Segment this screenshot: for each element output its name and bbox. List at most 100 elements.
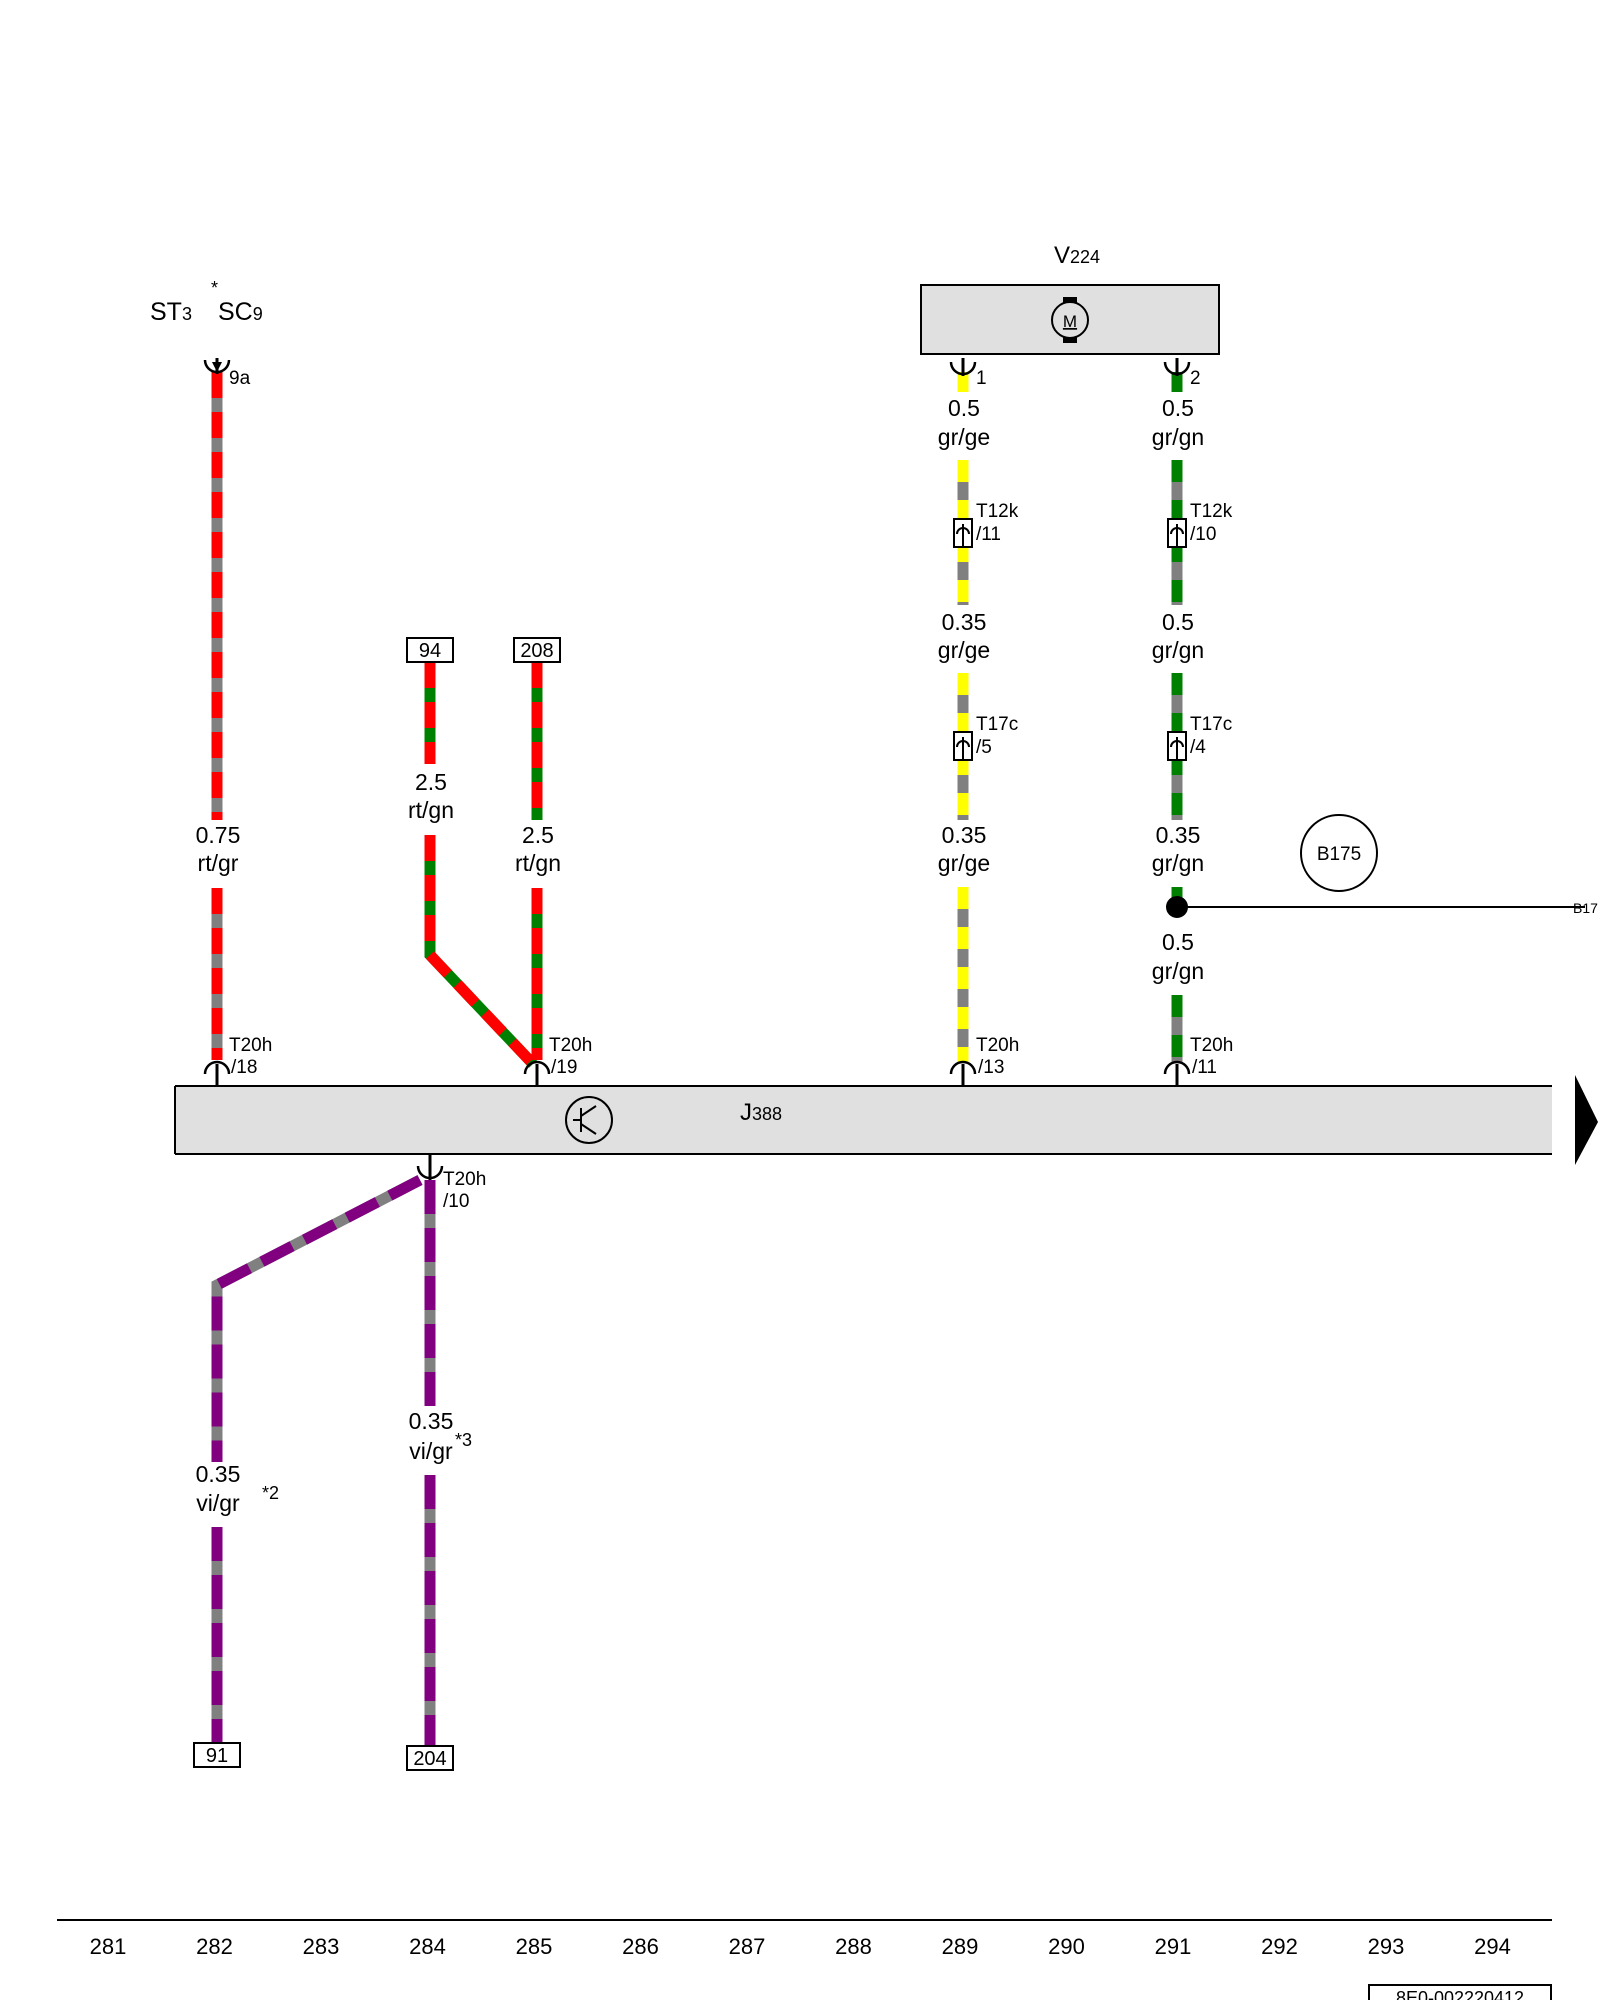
- wires: [211, 372, 1585, 1745]
- b175-cut-label: B17: [1573, 900, 1598, 916]
- wire-vi-gr-91[interactable]: [211, 1175, 423, 1742]
- svg-text:208: 208: [520, 640, 553, 662]
- track-number: 286: [622, 1934, 659, 1959]
- motor-symbol-label: M: [1063, 312, 1077, 331]
- track-number: 291: [1155, 1934, 1192, 1959]
- continuation-arrow-icon[interactable]: [1575, 1075, 1598, 1165]
- t20h-11-pin: /11: [1192, 1057, 1217, 1078]
- wire-color: gr/gn: [1152, 958, 1204, 984]
- track-number: 284: [409, 1934, 446, 1959]
- track-number: 285: [516, 1934, 553, 1959]
- motor-icon: M: [1051, 297, 1089, 343]
- track-number: 288: [835, 1934, 872, 1959]
- t12k-10-pin: /10: [1190, 524, 1216, 545]
- connector-v224-2[interactable]: [1163, 358, 1191, 376]
- connector-v224-1[interactable]: [949, 358, 977, 376]
- wire-note: *2: [262, 1483, 279, 1503]
- doc-code-box: 8E0-002220412: [1368, 1984, 1552, 2000]
- track-number: 294: [1474, 1934, 1511, 1959]
- v224-label: V224: [1054, 242, 1100, 269]
- component-j388[interactable]: J388: [174, 1085, 1552, 1155]
- wire-gauge: 0.5: [1162, 609, 1194, 635]
- t20h-13-name: T20h: [976, 1035, 1019, 1056]
- t20h-19-pin: /19: [551, 1057, 577, 1078]
- connector-t20h-11[interactable]: [1163, 1060, 1191, 1086]
- t17c-4-name: T17c: [1190, 714, 1232, 735]
- wire-gauge: 0.35: [942, 609, 987, 635]
- t17c-5-name: T17c: [976, 714, 1018, 735]
- wire-gauge: 0.35: [942, 822, 987, 848]
- b175-circle[interactable]: [1300, 814, 1378, 892]
- st3-label: ST3: [150, 298, 192, 326]
- ref-box-94[interactable]: 94: [406, 637, 454, 663]
- wire-gauge: 0.5: [1162, 929, 1194, 955]
- track-numbers: 281 282 283 284 285 286 287 288 289 290 291 292 293 2…: [90, 1934, 1511, 1959]
- v224-pin-2: 2: [1190, 368, 1201, 389]
- wire-color: gr/gn: [1152, 850, 1204, 876]
- t20h-18-name: T20h: [229, 1035, 272, 1056]
- t17c-4-pin: /4: [1190, 737, 1206, 758]
- t20h-10-name: T20h: [443, 1169, 486, 1190]
- connector-9a[interactable]: [203, 358, 231, 374]
- t20h-18-pin: /18: [231, 1057, 257, 1078]
- connector-labels: T20h /18 T20h /19 T20h /13 T20h /11 T20h…: [229, 501, 1233, 1212]
- doc-code: 8E0-002220412: [1396, 1988, 1524, 2000]
- wire-color: rt/gn: [408, 797, 454, 823]
- component-v224[interactable]: M: [920, 284, 1220, 355]
- j388-label: J388: [740, 1099, 782, 1126]
- wire-color: gr/ge: [938, 424, 990, 450]
- wire-gauge: 0.35: [196, 1461, 241, 1487]
- wire-color: gr/ge: [938, 850, 990, 876]
- track-number: 282: [196, 1934, 233, 1959]
- t12k-11-name: T12k: [976, 501, 1019, 522]
- t17c-5-pin: /5: [976, 737, 992, 758]
- ref-box-91[interactable]: 91: [193, 1742, 241, 1768]
- wire-labels: 0.75 rt/gr 2.5 rt/gn 2.5 rt/gn 0.5 gr/ge…: [196, 395, 1205, 1516]
- wire-color: vi/gr: [409, 1438, 453, 1464]
- sc9-label: SC9: [218, 298, 263, 326]
- track-number: 289: [942, 1934, 979, 1959]
- wire-gauge: 0.75: [196, 822, 241, 848]
- track-number: 293: [1368, 1934, 1405, 1959]
- wire-color: rt/gn: [515, 850, 561, 876]
- wire-rt-gn-94[interactable]: [424, 662, 537, 1068]
- connector-t12k-11[interactable]: [953, 518, 973, 548]
- svg-text:91: 91: [206, 1745, 228, 1767]
- wire-gauge: 0.5: [948, 395, 980, 421]
- t20h-10-pin: /10: [443, 1191, 469, 1212]
- connector-t17c-4[interactable]: [1167, 731, 1187, 761]
- connector-symbols: 9a 1 2: [203, 358, 1201, 1180]
- wire-gauge: 2.5: [415, 769, 447, 795]
- track-number: 281: [90, 1934, 127, 1959]
- t12k-11-pin: /11: [976, 524, 1001, 545]
- wire-gauge: 2.5: [522, 822, 554, 848]
- track-number: 292: [1261, 1934, 1298, 1959]
- wire-color: gr/gn: [1152, 424, 1204, 450]
- connector-t12k-10[interactable]: [1167, 518, 1187, 548]
- connector-t20h-10[interactable]: [416, 1154, 444, 1180]
- track-number: 283: [303, 1934, 340, 1959]
- connector-t20h-19[interactable]: [523, 1060, 551, 1086]
- ref-box-204[interactable]: 204: [406, 1745, 454, 1771]
- connector-t20h-13[interactable]: [949, 1060, 977, 1086]
- svg-text:94: 94: [419, 640, 441, 662]
- t20h-11-name: T20h: [1190, 1035, 1233, 1056]
- t20h-13-pin: /13: [978, 1057, 1004, 1078]
- track-number: 287: [729, 1934, 766, 1959]
- wire-note: *3: [455, 1430, 472, 1450]
- pin-9a-label: 9a: [229, 368, 251, 389]
- t12k-10-name: T12k: [1190, 501, 1233, 522]
- wire-color: rt/gr: [198, 850, 239, 876]
- wire-gauge: 0.35: [1156, 822, 1201, 848]
- transistor-icon: [565, 1096, 613, 1144]
- wire-color: vi/gr: [196, 1490, 240, 1516]
- wire-color: gr/gn: [1152, 637, 1204, 663]
- b175-junction-dot: [1166, 896, 1188, 918]
- track-number: 290: [1048, 1934, 1085, 1959]
- b175-label: B175: [1317, 844, 1361, 865]
- svg-text:204: 204: [413, 1748, 446, 1770]
- v224-pin-1: 1: [976, 368, 987, 389]
- ref-box-208[interactable]: 208: [513, 637, 561, 663]
- connector-t17c-5[interactable]: [953, 731, 973, 761]
- connector-t20h-18[interactable]: [203, 1060, 231, 1086]
